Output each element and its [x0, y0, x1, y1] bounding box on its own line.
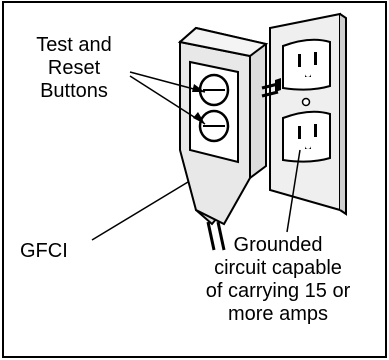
arrowhead-test: [192, 84, 205, 92]
grounded-circuit-label: Grounded circuit capable of carrying 15 …: [205, 234, 351, 325]
leader-gfci: [91, 181, 189, 241]
wall-outlet: [269, 12, 347, 216]
gfci-label: GFCI: [20, 240, 68, 262]
test-reset-buttons-label: Test and Reset Buttons: [36, 34, 112, 102]
arrowhead-reset: [193, 112, 205, 124]
leader-test-button: [129, 71, 206, 93]
leader-lines: [91, 71, 301, 241]
leader-reset-button: [129, 75, 206, 125]
leader-circuit: [286, 149, 301, 233]
gfci-device: [177, 26, 279, 251]
